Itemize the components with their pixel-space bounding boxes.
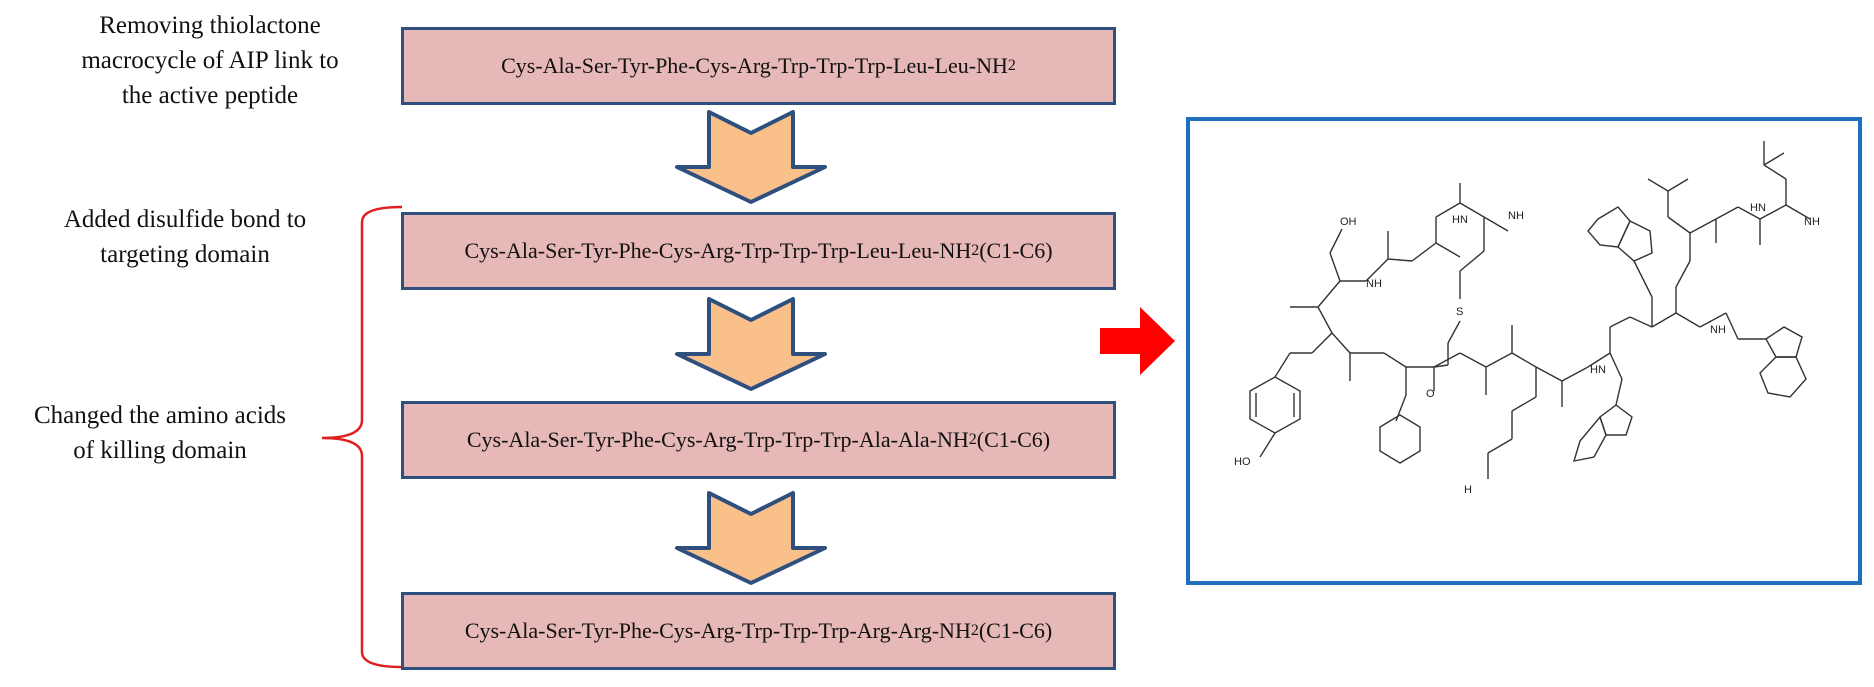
label-hn-trp: HN (1590, 364, 1606, 376)
sequence-box-original: Cys-Ala-Ser-Tyr-Phe-Cys-Arg-Trp-Trp-Trp-… (401, 27, 1116, 105)
trp3-benzene (1759, 356, 1807, 398)
label-ho: HO (1234, 456, 1251, 468)
label-nh: NH (1366, 278, 1382, 290)
sequence-subscript: 2 (971, 242, 980, 259)
label-nh2-terminal: NH (1804, 216, 1820, 228)
sequence-box-disulfide: Cys-Ala-Ser-Tyr-Phe-Cys-Arg-Trp-Trp-Trp-… (401, 212, 1116, 290)
down-arrow-1 (675, 110, 827, 204)
note-line: Added disulfide bond to (63, 206, 307, 233)
label-hn-leu: HN (1750, 202, 1766, 214)
sequence-text: Cys-Ala-Ser-Tyr-Phe-Cys-Arg-Trp-Trp-Trp-… (464, 238, 972, 263)
trp2-pyrrole (1617, 220, 1653, 262)
tyrosine-ring (1249, 376, 1301, 434)
down-arrow-2 (675, 297, 827, 391)
sequence-suffix: (C1-C6) (976, 427, 1051, 452)
label-oh: OH (1340, 216, 1357, 228)
phenylalanine-ring (1379, 414, 1421, 464)
note-line: the active peptide (121, 82, 299, 109)
sequence-subscript: 2 (1007, 57, 1016, 74)
note-line: Removing thiolactone (99, 12, 321, 39)
label-h2n: H (1464, 484, 1472, 496)
label-s: S (1456, 306, 1463, 318)
label-o: O (1426, 388, 1435, 400)
sequence-text: Cys-Ala-Ser-Tyr-Phe-Cys-Arg-Trp-Trp-Trp-… (501, 53, 1008, 78)
sequence-subscript: 2 (970, 622, 979, 639)
trp2-benzene (1587, 206, 1631, 248)
label-nh2: NH (1508, 210, 1524, 222)
red-bracket (321, 205, 403, 669)
sequence-box-arg: Cys-Ala-Ser-Tyr-Phe-Cys-Arg-Trp-Trp-Trp-… (401, 592, 1116, 670)
sequence-text: Cys-Ala-Ser-Tyr-Phe-Cys-Arg-Trp-Trp-Trp-… (464, 618, 971, 643)
note-line: macrocycle of AIP link to (81, 47, 339, 74)
sequence-box-ala: Cys-Ala-Ser-Tyr-Phe-Cys-Arg-Trp-Trp-Trp-… (401, 401, 1116, 479)
trp3-pyrrole (1765, 326, 1803, 358)
down-arrow-3 (675, 491, 827, 585)
red-right-arrow (1100, 307, 1175, 375)
note-line: of killing domain (73, 437, 247, 464)
note-removing-thiolactone: Removing thiolactone macrocycle of AIP l… (40, 8, 380, 113)
note-changed-amino-acids: Changed the amino acids of killing domai… (0, 398, 320, 468)
sequence-suffix: (C1-C6) (978, 618, 1053, 643)
label-nh-trp: NH (1710, 324, 1726, 336)
note-line: Changed the amino acids (33, 402, 286, 429)
peptide-structure-drawing: OH HN NH S HO NH H HN NH NH HN O (1234, 141, 1820, 496)
note-line: targeting domain (100, 241, 270, 268)
sequence-suffix: (C1-C6) (979, 238, 1053, 263)
chemical-structure-frame: OH HN NH S HO NH H HN NH NH HN O (1186, 117, 1862, 585)
trp1-benzene (1572, 415, 1607, 462)
label-hn: HN (1452, 214, 1468, 226)
sequence-subscript: 2 (968, 431, 977, 448)
sequence-text: Cys-Ala-Ser-Tyr-Phe-Cys-Arg-Trp-Trp-Trp-… (466, 427, 969, 452)
note-added-disulfide: Added disulfide bond to targeting domain (20, 202, 350, 272)
